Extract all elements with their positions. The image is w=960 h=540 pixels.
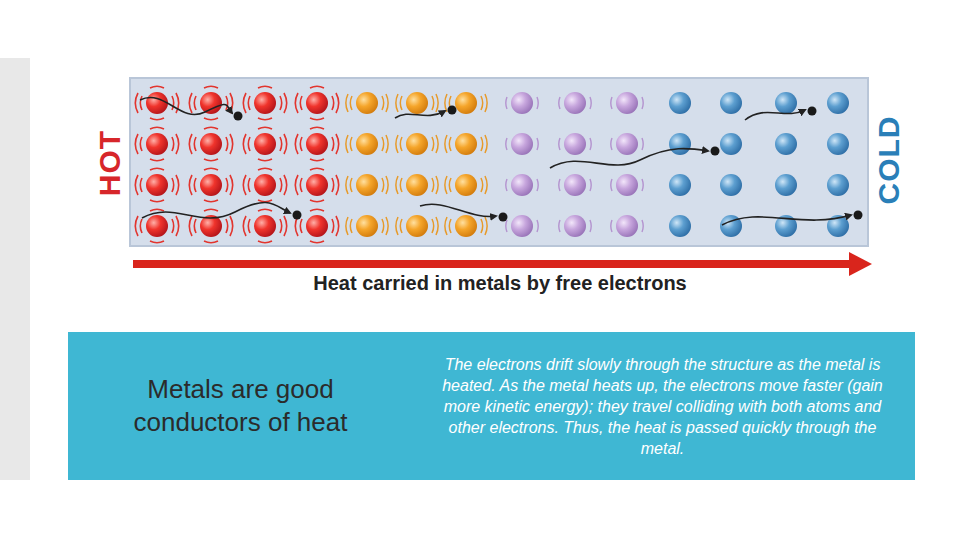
atom [611, 133, 643, 155]
atom [445, 92, 487, 114]
atom [827, 133, 849, 155]
atom [396, 174, 438, 196]
atom [720, 133, 742, 155]
atom [135, 127, 178, 160]
atom [396, 92, 438, 114]
atom [346, 92, 388, 114]
electron-path [142, 203, 290, 218]
atom [295, 127, 338, 160]
atom [827, 92, 849, 114]
atom [243, 209, 286, 242]
atom [559, 174, 591, 196]
atom [295, 209, 338, 242]
atom [135, 168, 178, 201]
electron [448, 106, 457, 115]
atom [295, 168, 338, 201]
atom-lattice [135, 86, 849, 242]
atom [669, 215, 691, 237]
atom [346, 215, 388, 237]
side-label: HOT [93, 130, 127, 196]
atom [611, 215, 643, 237]
atom [506, 174, 538, 196]
atom [611, 92, 643, 114]
atom [669, 92, 691, 114]
atom [243, 86, 286, 119]
electron [293, 211, 302, 220]
atom [346, 133, 388, 155]
electron [854, 211, 863, 220]
atom [396, 215, 438, 237]
atom [775, 92, 797, 114]
atom [189, 209, 232, 242]
band-body-text: The electrons drift slowly through the s… [430, 354, 895, 459]
electron [808, 107, 817, 116]
electron-path [550, 149, 708, 168]
atom [346, 174, 388, 196]
electron-path [722, 215, 851, 225]
free-electrons [234, 106, 863, 222]
electron [499, 213, 508, 222]
side-bar [0, 58, 30, 480]
caption: Heat carried in metals by free electrons [130, 272, 870, 295]
atom [559, 92, 591, 114]
atom [720, 92, 742, 114]
atom [396, 133, 438, 155]
atom [559, 215, 591, 237]
atom [243, 127, 286, 160]
electron-path [745, 110, 805, 120]
atom [506, 215, 538, 237]
electron [711, 147, 720, 156]
atom [295, 86, 338, 119]
atom [720, 174, 742, 196]
atom [445, 133, 487, 155]
electron-paths [140, 98, 851, 225]
arrow-head [849, 252, 872, 276]
atom [135, 209, 178, 242]
atom [445, 174, 487, 196]
band-heading: Metals are good conductors of heat [98, 373, 383, 439]
metal-panel [130, 78, 868, 246]
atom [669, 174, 691, 196]
atom [506, 133, 538, 155]
atom [445, 215, 487, 237]
electron-path [140, 98, 232, 115]
electron-path [420, 204, 496, 216]
electron-path [395, 111, 445, 118]
atom [775, 133, 797, 155]
arrow-shaft [133, 260, 851, 268]
atom [189, 127, 232, 160]
atom [189, 168, 232, 201]
atom [611, 174, 643, 196]
atom [775, 174, 797, 196]
side-label: COLD [872, 116, 906, 205]
electron [234, 112, 243, 121]
atom [559, 133, 591, 155]
atom [243, 168, 286, 201]
atom [506, 92, 538, 114]
atom [827, 174, 849, 196]
atom [669, 133, 691, 155]
atom [135, 86, 178, 119]
text-band: Metals are good conductors of heat The el… [68, 332, 915, 480]
